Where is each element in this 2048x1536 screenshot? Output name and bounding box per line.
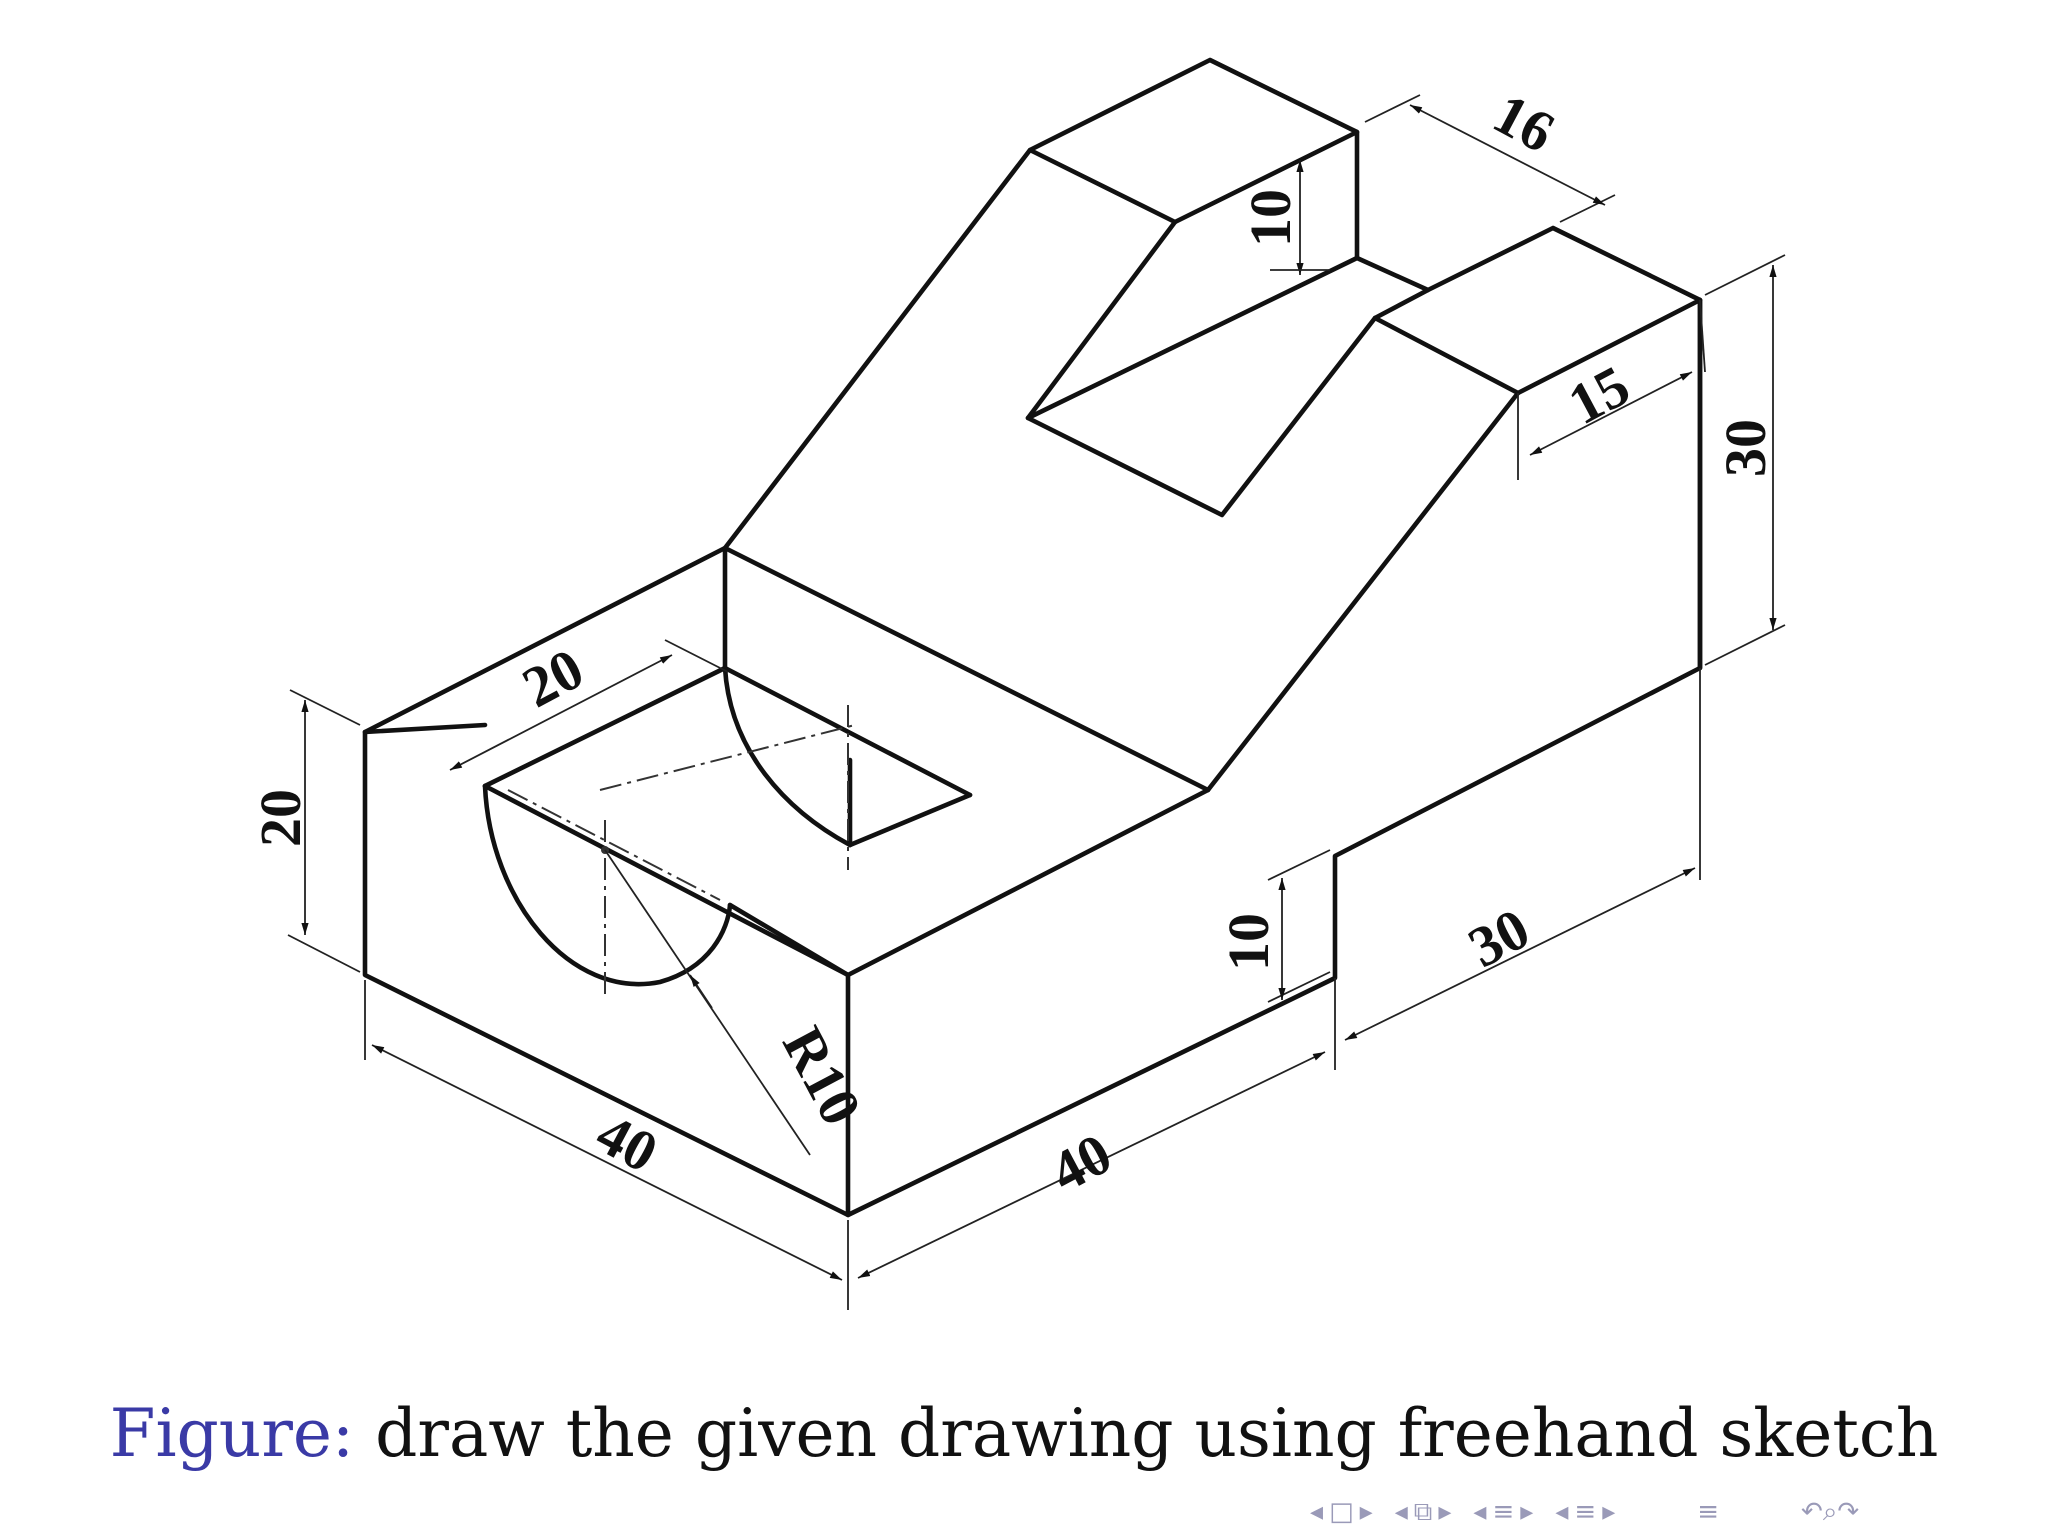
subsection-next-icon[interactable]: ▸	[1438, 1497, 1452, 1527]
dim-slot-width: 16	[1483, 80, 1565, 165]
beamer-navigation: ◂ □ ▸ ◂ ⧉ ▸ ◂ ≡ ▸ ◂ ≡ ▸ ≡ ↶⌕↷	[1310, 1490, 2030, 1534]
part-prev-icon[interactable]: ◂	[1555, 1497, 1569, 1527]
subsection-nav: ◂ ⧉ ▸	[1395, 1497, 1452, 1528]
subsection-icon[interactable]: ⧉	[1413, 1496, 1433, 1527]
part-icon[interactable]: ≡	[1574, 1497, 1597, 1527]
search-icon[interactable]: ↶⌕↷	[1801, 1496, 1860, 1527]
object-outline	[362, 57, 1703, 1218]
subsection-prev-icon[interactable]: ◂	[1394, 1497, 1408, 1527]
figure-text: draw the given drawing using freehand sk…	[354, 1395, 1939, 1472]
dim-height-left: 20	[248, 789, 313, 847]
dim-front-length: 40	[586, 1100, 668, 1185]
dim-side-length: 40	[1040, 1120, 1122, 1205]
dimension-labels: 20 20 16 10 15 30 10 30 40 40 R10	[248, 80, 1778, 1205]
section-nav: ◂ ≡ ▸	[1473, 1497, 1533, 1527]
frame-icon[interactable]: □	[1329, 1497, 1354, 1527]
figure-label: Figure:	[109, 1395, 355, 1472]
dim-step-length: 30	[1458, 895, 1540, 980]
dim-step-height: 10	[1216, 913, 1281, 971]
section-prev-icon[interactable]: ◂	[1473, 1497, 1487, 1527]
figure-caption: Figure: draw the given drawing using fre…	[0, 1395, 2048, 1472]
part-next-icon[interactable]: ▸	[1602, 1497, 1616, 1527]
align-icon[interactable]: ≡	[1697, 1497, 1720, 1527]
section-icon[interactable]: ≡	[1492, 1497, 1515, 1527]
dimension-lines	[287, 94, 1786, 1310]
frame-prev-icon[interactable]: ◂	[1310, 1497, 1324, 1527]
section-next-icon[interactable]: ▸	[1520, 1497, 1534, 1527]
frame-nav: ◂ □ ▸	[1310, 1497, 1373, 1527]
part-nav: ◂ ≡ ▸	[1555, 1497, 1615, 1527]
frame-next-icon[interactable]: ▸	[1359, 1497, 1373, 1527]
dim-slot-depth: 10	[1238, 189, 1303, 247]
dim-total-height: 30	[1713, 419, 1778, 477]
center-lines	[507, 705, 856, 995]
